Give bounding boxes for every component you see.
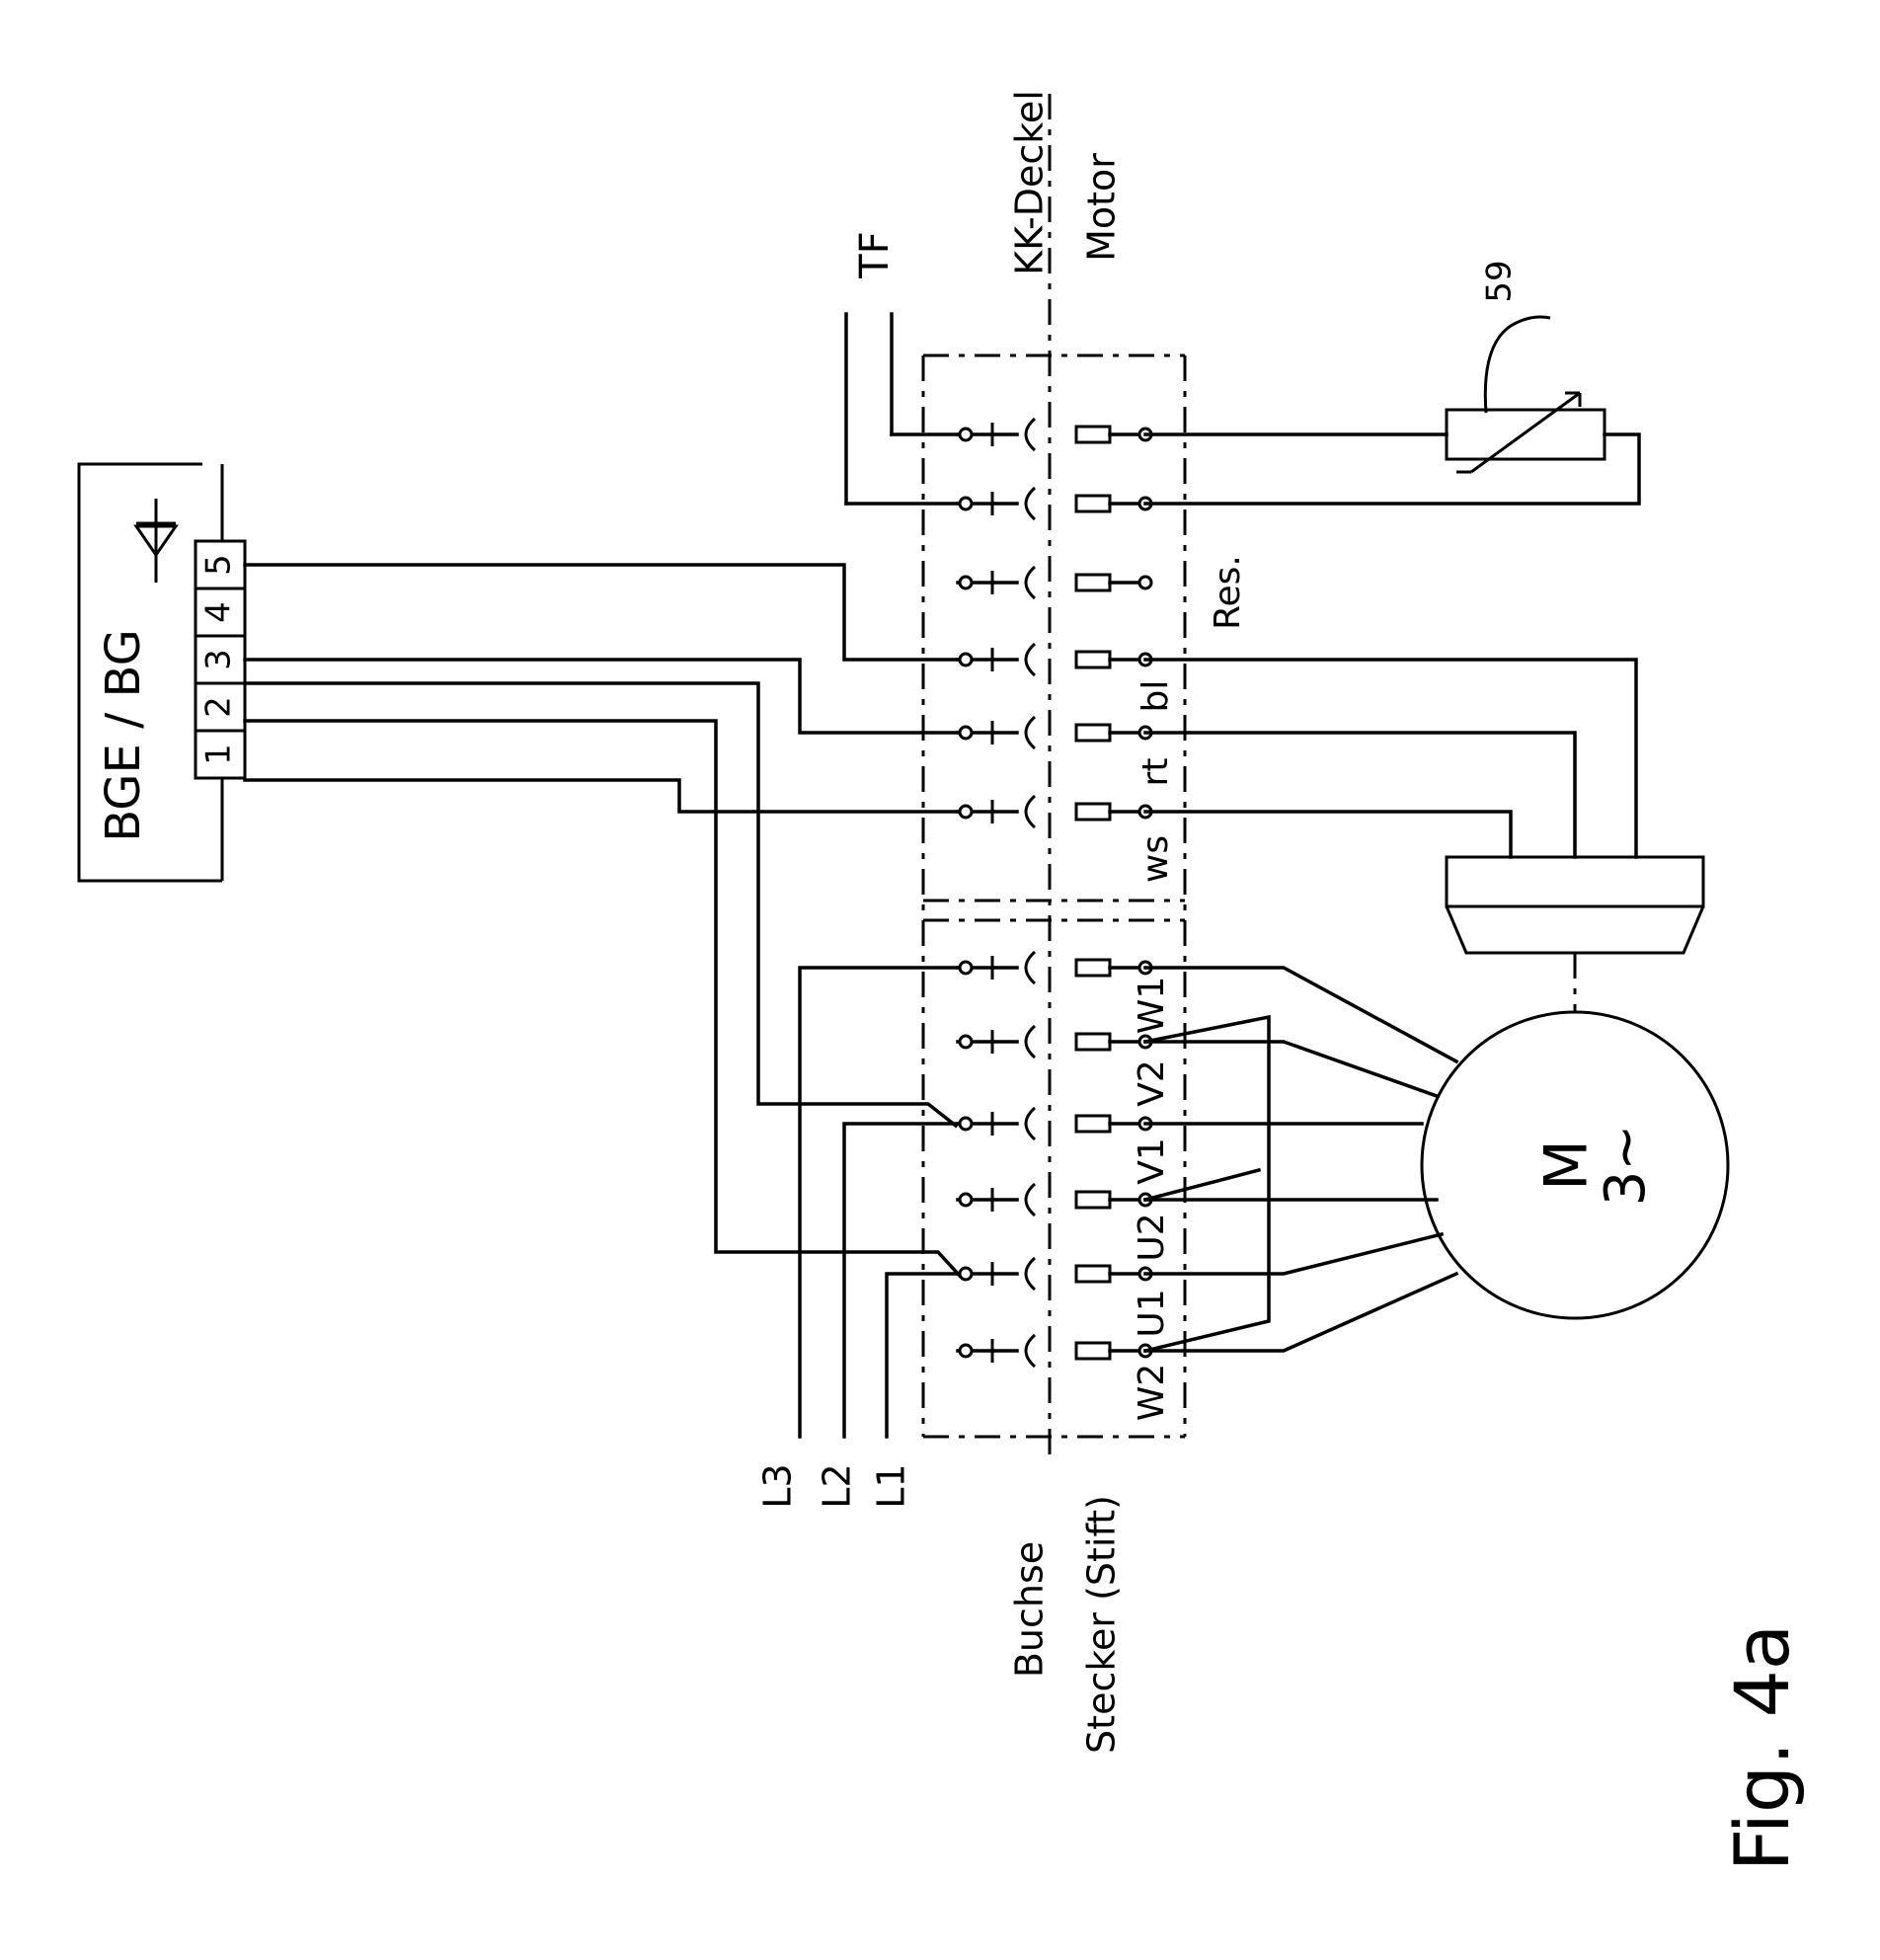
reserve-label: Res. — [1208, 555, 1248, 630]
terminal-label: 1 — [199, 744, 239, 765]
rectifier-unit: 1 2 3 4 5 BGE / BG — [79, 464, 245, 881]
resistor-ref-label: 59 — [1480, 260, 1520, 302]
contact-pair — [958, 644, 1151, 675]
phase-lines: L3 L2 L1 — [756, 968, 959, 1509]
phase-label: L3 — [756, 1463, 800, 1508]
motor-phase-label: 3~ — [1594, 1125, 1658, 1207]
motor-winding-wires — [1145, 968, 1456, 1351]
brake-wires — [245, 565, 960, 1276]
pin-label: W1 — [1132, 977, 1172, 1035]
unit-box-label: BGE / BG — [96, 629, 151, 842]
contact-pair — [958, 1026, 1151, 1058]
tf-wires: TF — [846, 231, 958, 504]
contact-pair — [958, 1258, 1151, 1290]
wire-color-label: ws — [1136, 835, 1176, 883]
terminal-label: 5 — [199, 554, 239, 576]
brake-wire-labels: ws rt bl — [1136, 680, 1176, 884]
pin-label: U2 — [1132, 1213, 1172, 1261]
brake-coil — [1447, 857, 1703, 1012]
contact-pair — [958, 567, 1151, 598]
contact-pairs — [958, 419, 1151, 1367]
motor-m-label: M — [1532, 1139, 1602, 1191]
wire-color-label: bl — [1136, 680, 1176, 713]
wire-color-label: rt — [1136, 758, 1176, 787]
contact-pair — [958, 1184, 1151, 1215]
terminal-label: 4 — [199, 601, 239, 623]
thermistor: 59 — [1447, 260, 1605, 472]
contact-pair — [958, 419, 1151, 450]
pin-label: U1 — [1132, 1289, 1172, 1337]
phase-label: L1 — [870, 1463, 913, 1508]
phase-label: L2 — [816, 1463, 859, 1508]
diode-icon — [136, 499, 176, 583]
motor-label: Motor — [1080, 153, 1124, 262]
connector-boundaries: KK-Deckel Motor Res. Buchse Stecker (Sti… — [923, 90, 1248, 1754]
figure-caption: Fig. 4a — [1718, 1624, 1806, 1872]
terminal-label: 2 — [199, 696, 239, 718]
kk-deckel-label: KK-Deckel — [1008, 90, 1052, 275]
terminal-label: 3 — [199, 649, 239, 670]
resistor-body — [1447, 410, 1605, 459]
contact-pair — [958, 488, 1151, 519]
buchse-label: Buchse — [1008, 1541, 1052, 1678]
pin-label: W2 — [1132, 1364, 1172, 1422]
stecker-label: Stecker (Stift) — [1080, 1495, 1124, 1754]
contact-pair — [958, 1108, 1151, 1139]
pin-label: V2 — [1132, 1059, 1172, 1107]
contact-pair — [958, 952, 1151, 983]
contact-pair — [958, 1335, 1151, 1367]
motor-side-brake-wires — [1145, 434, 1639, 857]
contact-pair — [958, 717, 1151, 748]
tf-label: TF — [852, 231, 898, 278]
contact-pair — [958, 796, 1151, 827]
motor-symbol: M 3~ — [1422, 1012, 1728, 1318]
pin-label: V1 — [1132, 1137, 1172, 1185]
